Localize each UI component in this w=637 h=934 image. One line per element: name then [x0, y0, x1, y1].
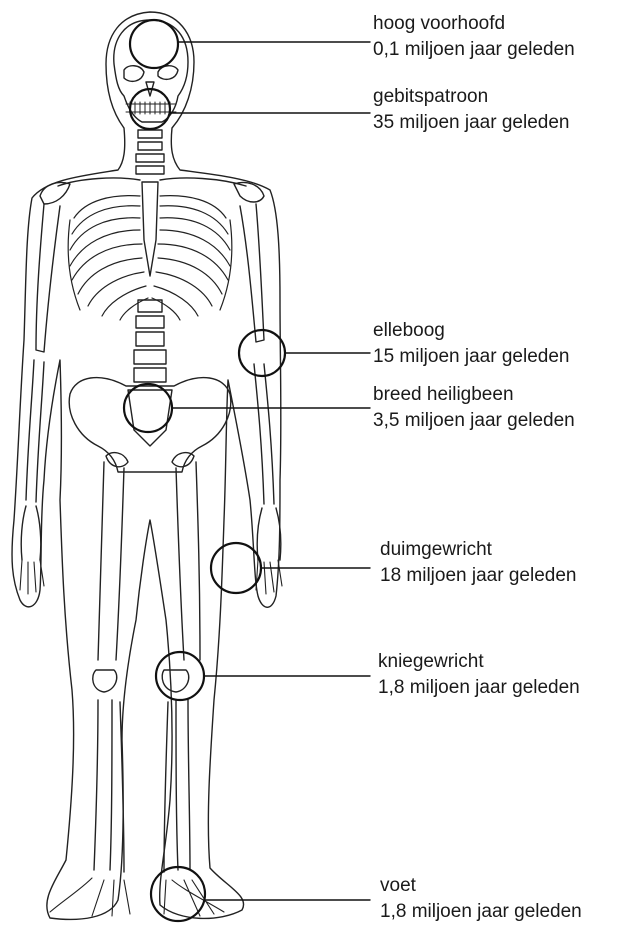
left-shoulder [40, 183, 70, 205]
label-thumb: duimgewricht 18 miljoen jaar geleden [380, 537, 576, 589]
feature-age: 15 miljoen jaar geleden [373, 344, 569, 370]
lumbar-spine [134, 300, 166, 382]
label-teeth: gebitspatroon 35 miljoen jaar geleden [373, 84, 569, 136]
sacrum [128, 390, 172, 446]
feature-name: elleboog [373, 318, 569, 344]
right-arm [240, 204, 282, 594]
feature-age: 0,1 miljoen jaar geleden [373, 37, 575, 63]
left-leg [50, 462, 130, 916]
feature-age: 1,8 miljoen jaar geleden [378, 675, 580, 701]
circle-knee [156, 652, 204, 700]
label-sacrum: breed heiligbeen 3,5 miljoen jaar gelede… [373, 382, 575, 434]
circle-elbow [239, 330, 285, 376]
feature-name: voet [380, 873, 582, 899]
feature-age: 3,5 miljoen jaar geleden [373, 408, 575, 434]
leader-lines [170, 42, 370, 900]
left-eye-socket [124, 66, 144, 82]
body-outline [12, 12, 281, 919]
ribcage [68, 196, 232, 320]
feature-age: 1,8 miljoen jaar geleden [380, 899, 582, 925]
cervical-spine [136, 130, 164, 174]
feature-name: gebitspatroon [373, 84, 569, 110]
feature-name: duimgewricht [380, 537, 576, 563]
circle-forehead [130, 20, 178, 68]
pelvis [69, 378, 231, 472]
label-foot: voet 1,8 miljoen jaar geleden [380, 873, 582, 925]
circle-thumb [211, 543, 261, 593]
label-forehead: hoog voorhoofd 0,1 miljoen jaar geleden [373, 11, 575, 63]
feature-name: hoog voorhoofd [373, 11, 575, 37]
feature-age: 18 miljoen jaar geleden [380, 563, 576, 589]
label-knee: kniegewricht 1,8 miljoen jaar geleden [378, 649, 580, 701]
highlight-circles [124, 20, 285, 921]
feature-age: 35 miljoen jaar geleden [373, 110, 569, 136]
circle-foot [151, 867, 205, 921]
label-elbow: elleboog 15 miljoen jaar geleden [373, 318, 569, 370]
sternum [142, 182, 158, 276]
feature-name: breed heiligbeen [373, 382, 575, 408]
feature-name: kniegewricht [378, 649, 580, 675]
hip-openings [106, 453, 194, 467]
